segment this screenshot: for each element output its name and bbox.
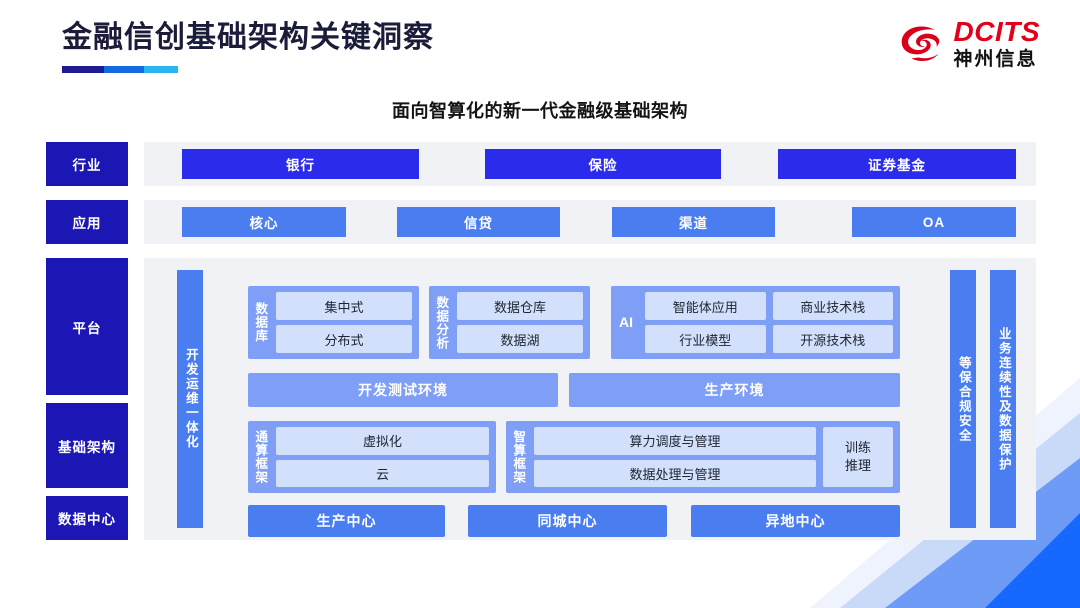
industry-chip-insurance[interactable]: 保险 xyxy=(485,149,721,179)
datacenter-chip-remote[interactable]: 异地中心 xyxy=(691,505,900,537)
cell-inference-label: 推理 xyxy=(844,458,871,473)
cell-agent-application[interactable]: 智能体应用 xyxy=(645,292,766,320)
datacenter-chip-metro[interactable]: 同城中心 xyxy=(468,505,667,537)
underline-segment-blue xyxy=(104,66,144,73)
panel-ai[interactable]: AI 智能体应用 行业模型 商业技术栈 开源技术栈 xyxy=(611,286,900,359)
industry-band: 银行 保险 证券基金 xyxy=(144,142,1036,186)
row-label-platform: 平台 xyxy=(46,258,128,395)
industry-chip-securities-fund[interactable]: 证券基金 xyxy=(778,149,1016,179)
title-underline xyxy=(62,66,178,73)
vertical-bar-compliance-security[interactable]: 等保合规安全 xyxy=(950,270,976,528)
cell-data-warehouse[interactable]: 数据仓库 xyxy=(457,292,583,320)
datacenter-chip-production[interactable]: 生产中心 xyxy=(248,505,445,537)
panel-title-general-compute: 通算框架 xyxy=(253,430,268,484)
page-subtitle: 面向智算化的新一代金融级基础架构 xyxy=(392,101,688,121)
panel-general-compute-framework[interactable]: 通算框架 虚拟化 云 xyxy=(248,421,496,493)
cell-opensource-tech-stack[interactable]: 开源技术栈 xyxy=(772,325,893,353)
cell-centralized[interactable]: 集中式 xyxy=(276,292,412,320)
underline-segment-navy xyxy=(62,66,104,73)
industry-chip-bank[interactable]: 银行 xyxy=(182,149,419,179)
vertical-bar-devops[interactable]: 开发运维一体化 xyxy=(177,270,203,528)
row-label-industry: 行业 xyxy=(46,142,128,186)
panel-intelligent-compute-framework[interactable]: 智算框架 算力调度与管理 数据处理与管理 训练 推理 xyxy=(506,421,900,493)
cell-distributed[interactable]: 分布式 xyxy=(276,325,412,353)
application-chip-channel[interactable]: 渠道 xyxy=(612,207,775,237)
panel-database[interactable]: 数据库 集中式 分布式 xyxy=(248,286,419,359)
cell-commercial-tech-stack[interactable]: 商业技术栈 xyxy=(772,292,893,320)
application-chip-oa[interactable]: OA xyxy=(852,207,1016,237)
cell-compute-scheduling[interactable]: 算力调度与管理 xyxy=(534,427,816,455)
cell-data-lake[interactable]: 数据湖 xyxy=(457,325,583,353)
row-label-application: 应用 xyxy=(46,200,128,244)
application-chip-core[interactable]: 核心 xyxy=(182,207,346,237)
architecture-diagram: 行业 应用 平台 基础架构 数据中心 银行 保险 证券基金 核心 信贷 渠道 O… xyxy=(46,142,1036,566)
dcits-swoosh-icon xyxy=(901,26,939,61)
platform-band: 开发运维一体化 等保合规安全 业务连续性及数据保护 数据库 集中式 分布式 数据… xyxy=(144,258,1036,540)
cell-training-inference[interactable]: 训练 推理 xyxy=(823,427,893,487)
cell-cloud[interactable]: 云 xyxy=(276,459,489,487)
panel-title-intelligent-compute: 智算框架 xyxy=(511,430,526,484)
panel-title-ai: AI xyxy=(619,314,633,331)
page-header: 金融信创基础架构关键洞察 xyxy=(62,20,434,73)
logo-wordmark-en: DCITS xyxy=(953,16,1040,47)
brand-logo: DCITS 神州信息 xyxy=(897,18,1041,69)
vertical-bar-continuity-data-protection[interactable]: 业务连续性及数据保护 xyxy=(990,270,1016,528)
cell-industry-model[interactable]: 行业模型 xyxy=(645,325,766,353)
underline-segment-cyan xyxy=(144,66,178,73)
application-chip-credit[interactable]: 信贷 xyxy=(397,207,560,237)
page-title: 金融信创基础架构关键洞察 xyxy=(62,21,434,54)
env-bar-production[interactable]: 生产环境 xyxy=(569,373,900,407)
logo-wordmark-cn: 神州信息 xyxy=(953,49,1038,70)
panel-title-data-analytics: 数据分析 xyxy=(434,295,449,350)
application-band: 核心 信贷 渠道 OA xyxy=(144,200,1036,244)
cell-virtualization[interactable]: 虚拟化 xyxy=(276,427,489,455)
row-label-infrastructure: 基础架构 xyxy=(46,403,128,488)
row-label-datacenter: 数据中心 xyxy=(46,496,128,540)
cell-training-label: 训练 xyxy=(844,440,871,456)
cell-data-processing[interactable]: 数据处理与管理 xyxy=(534,459,816,487)
env-bar-dev-test[interactable]: 开发测试环境 xyxy=(248,373,558,407)
panel-title-database: 数据库 xyxy=(253,302,268,343)
panel-data-analytics[interactable]: 数据分析 数据仓库 数据湖 xyxy=(429,286,590,359)
